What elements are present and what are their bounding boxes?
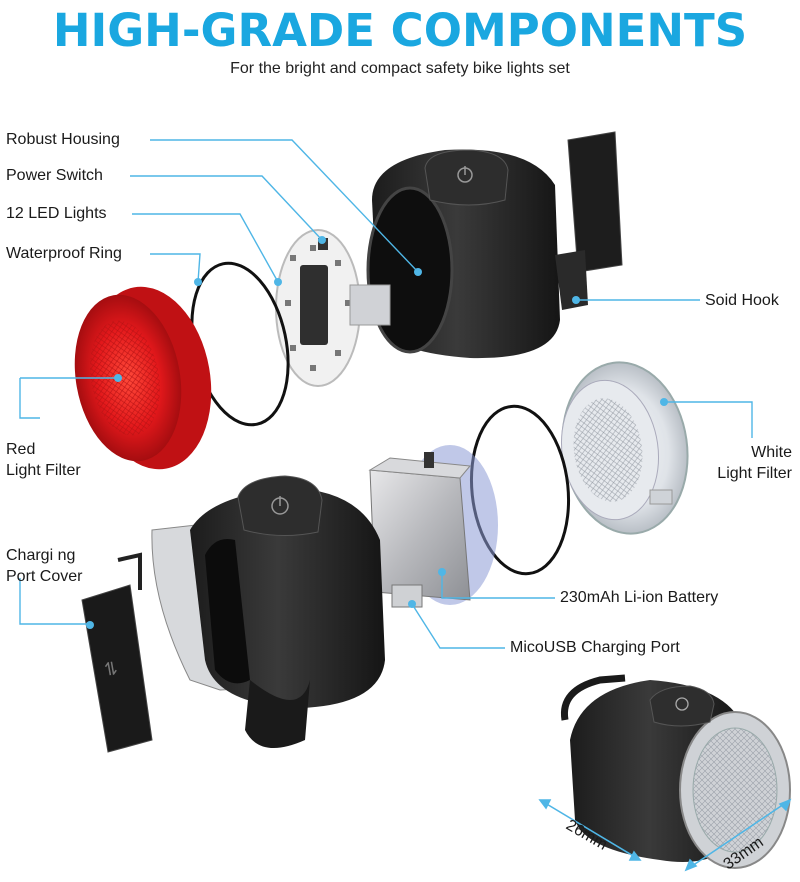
label-waterproof-ring: Waterproof Ring	[6, 245, 122, 262]
dimension-lines	[538, 798, 792, 872]
label-red-filter-line1: Red	[6, 441, 36, 458]
label-robust-housing: Robust Housing	[6, 131, 120, 148]
label-red-filter-line2: Light Filter	[6, 462, 81, 479]
led-pcb	[275, 229, 391, 387]
battery	[368, 445, 498, 605]
label-charging-cover-line1: Chargi ng	[6, 547, 76, 564]
svg-text:⇌: ⇌	[99, 659, 122, 678]
label-battery: 230mAh Li-ion Battery	[560, 589, 719, 606]
page-subtitle: For the bright and compact safety bike l…	[230, 60, 570, 77]
label-charging-cover-line2: Port Cover	[6, 568, 83, 585]
robust-housing-bottom	[151, 475, 385, 748]
label-led-lights: 12 LED Lights	[6, 205, 107, 222]
assembled-light	[560, 674, 791, 869]
label-usb-port: MicoUSB Charging Port	[510, 639, 680, 656]
label-white-filter-line2: Light Filter	[717, 465, 792, 482]
micro-usb-port	[391, 584, 423, 608]
solid-hook	[555, 131, 623, 310]
red-light-filter	[74, 286, 212, 470]
leader-lines	[19, 139, 753, 649]
page-title: HIGH-GRADE COMPONENTS	[52, 4, 748, 57]
charging-port-cover: ⇌	[81, 552, 153, 753]
robust-housing-top	[366, 149, 560, 359]
label-white-filter-line1: White	[751, 444, 792, 461]
leader-dots	[114, 236, 668, 608]
white-light-filter	[560, 361, 689, 535]
label-power-switch: Power Switch	[6, 167, 103, 184]
label-soid-hook: Soid Hook	[705, 292, 779, 309]
